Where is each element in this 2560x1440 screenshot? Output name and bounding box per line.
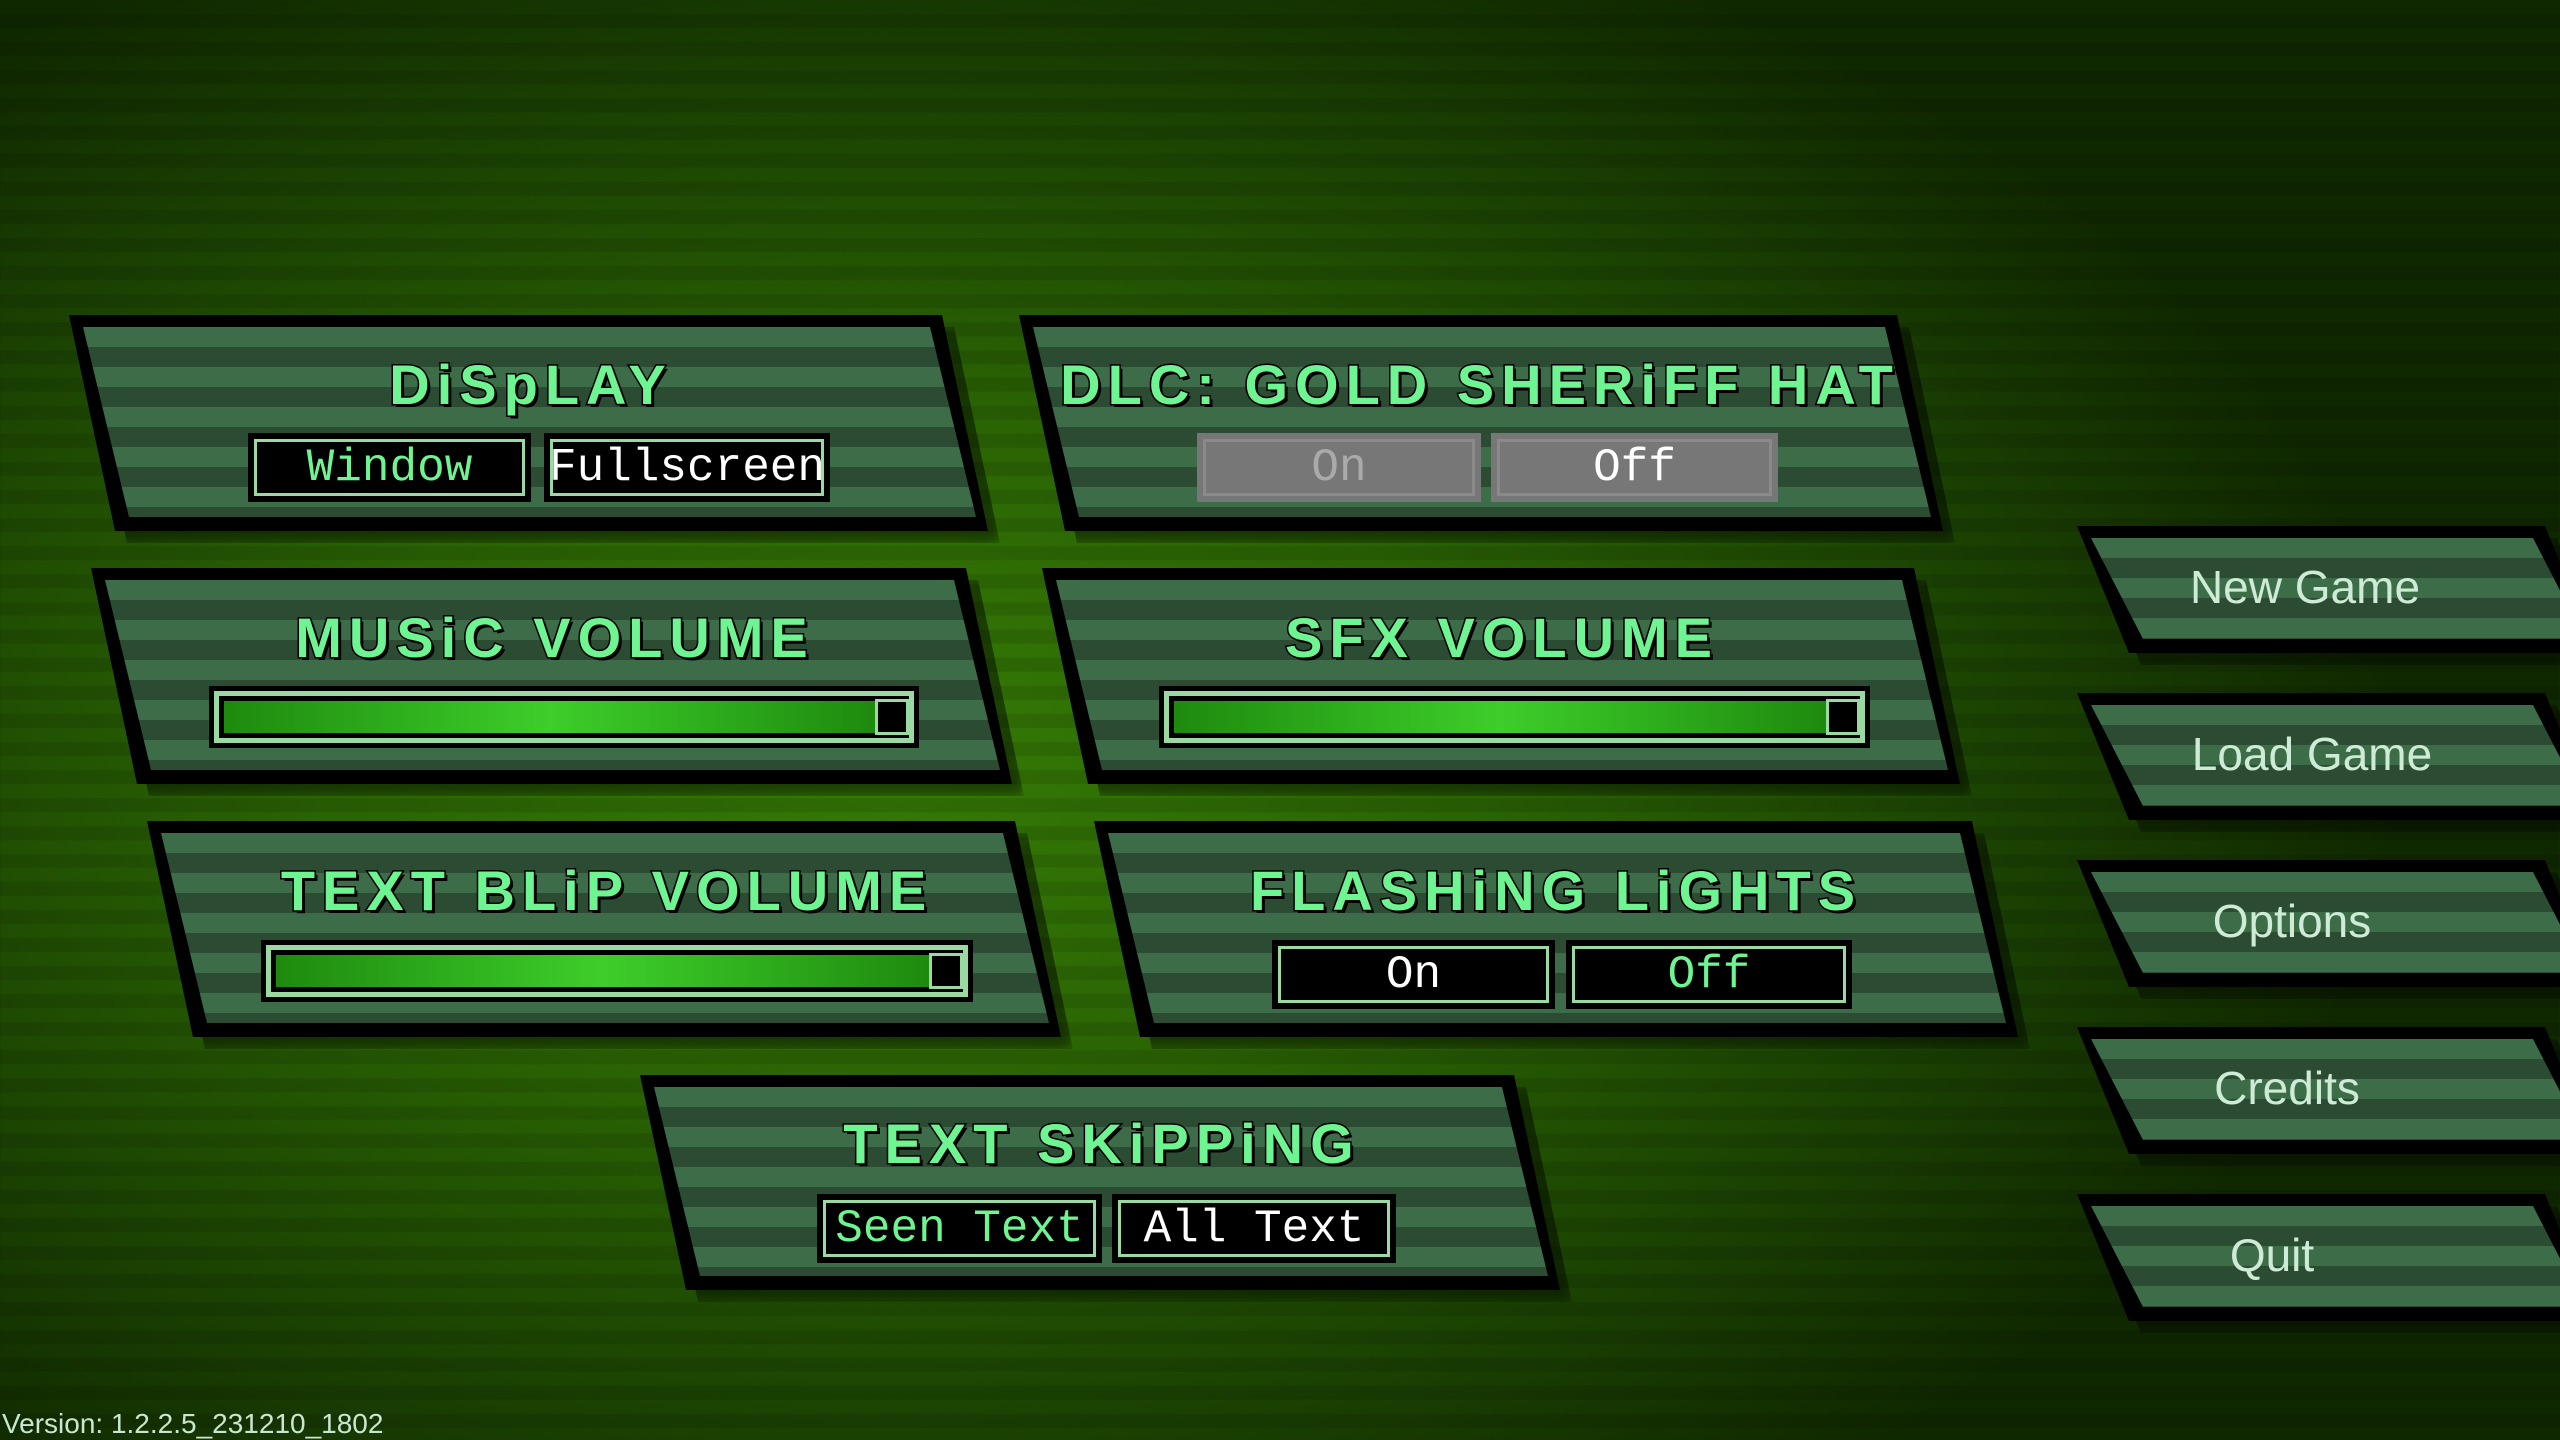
music-volume-panel [91, 568, 1012, 784]
menu-credits[interactable]: Credits [2214, 1062, 2360, 1114]
slider-fill [1174, 701, 1826, 733]
menu-options[interactable]: Options [2212, 895, 2372, 947]
sfx-volume-panel [1042, 568, 1960, 784]
fullscreen-button[interactable]: Fullscreen [544, 433, 830, 502]
dlc-on-button[interactable]: On [1197, 433, 1481, 502]
music-volume-slider[interactable] [209, 686, 919, 748]
slider-thumb[interactable] [1826, 699, 1860, 735]
text-blip-volume-title: TEXT BLiP VOLUME [279, 858, 934, 924]
menu-button-credits[interactable] [2077, 1027, 2560, 1154]
slider-track [1164, 691, 1865, 743]
menu-load-game[interactable]: Load Game [2191, 728, 2433, 780]
panel-stripes [1033, 327, 1931, 517]
version-label: Version: 1.2.2.5_231210_1802 [2, 1408, 384, 1439]
menu-new-game[interactable]: New Game [2189, 561, 2421, 613]
menu-quit[interactable]: Quit [2229, 1229, 2315, 1281]
slider-thumb[interactable] [875, 699, 909, 735]
panel-stripes [1108, 833, 2006, 1023]
text-blip-volume-slider[interactable] [261, 940, 973, 1002]
music-volume-title: MUSiC VOLUME [294, 605, 815, 671]
text-skipping-title: TEXT SKiPPiNG [842, 1111, 1361, 1177]
sfx-volume-title: SFX VOLUME [1283, 605, 1720, 671]
dlc-panel [1019, 315, 1943, 531]
panel-stripes [2091, 705, 2560, 806]
window-button[interactable]: Window [248, 433, 531, 502]
sfx-volume-slider[interactable] [1159, 686, 1870, 748]
panel-stripes [2091, 872, 2560, 973]
all-text-button[interactable]: All Text [1112, 1194, 1396, 1263]
flashing-lights-panel [1094, 821, 2018, 1037]
slider-fill [276, 955, 929, 987]
slider-track [266, 945, 968, 997]
flashing-on-button[interactable]: On [1272, 940, 1555, 1009]
flashing-lights-title: FLASHiNG LiGHTS [1248, 858, 1863, 924]
slider-track [214, 691, 914, 743]
text-blip-panel [147, 821, 1061, 1037]
display-title: DiSpLAY [388, 352, 673, 418]
dlc-title: DLC: GOLD SHERiFF HAT [1059, 352, 1900, 418]
flashing-off-button[interactable]: Off [1566, 940, 1852, 1009]
panel-stripes [2091, 1206, 2560, 1307]
menu-button-options[interactable] [2077, 860, 2560, 987]
slider-fill [224, 701, 875, 733]
menu-button-load-game[interactable] [2077, 693, 2560, 820]
slider-thumb[interactable] [929, 953, 963, 989]
menu-button-new-game[interactable] [2077, 526, 2560, 653]
dlc-off-button[interactable]: Off [1491, 433, 1778, 502]
menu-button-quit[interactable] [2077, 1194, 2560, 1321]
seen-text-button[interactable]: Seen Text [817, 1194, 1102, 1263]
panel-stripes [2091, 1039, 2560, 1140]
panel-stripes [2091, 538, 2560, 639]
